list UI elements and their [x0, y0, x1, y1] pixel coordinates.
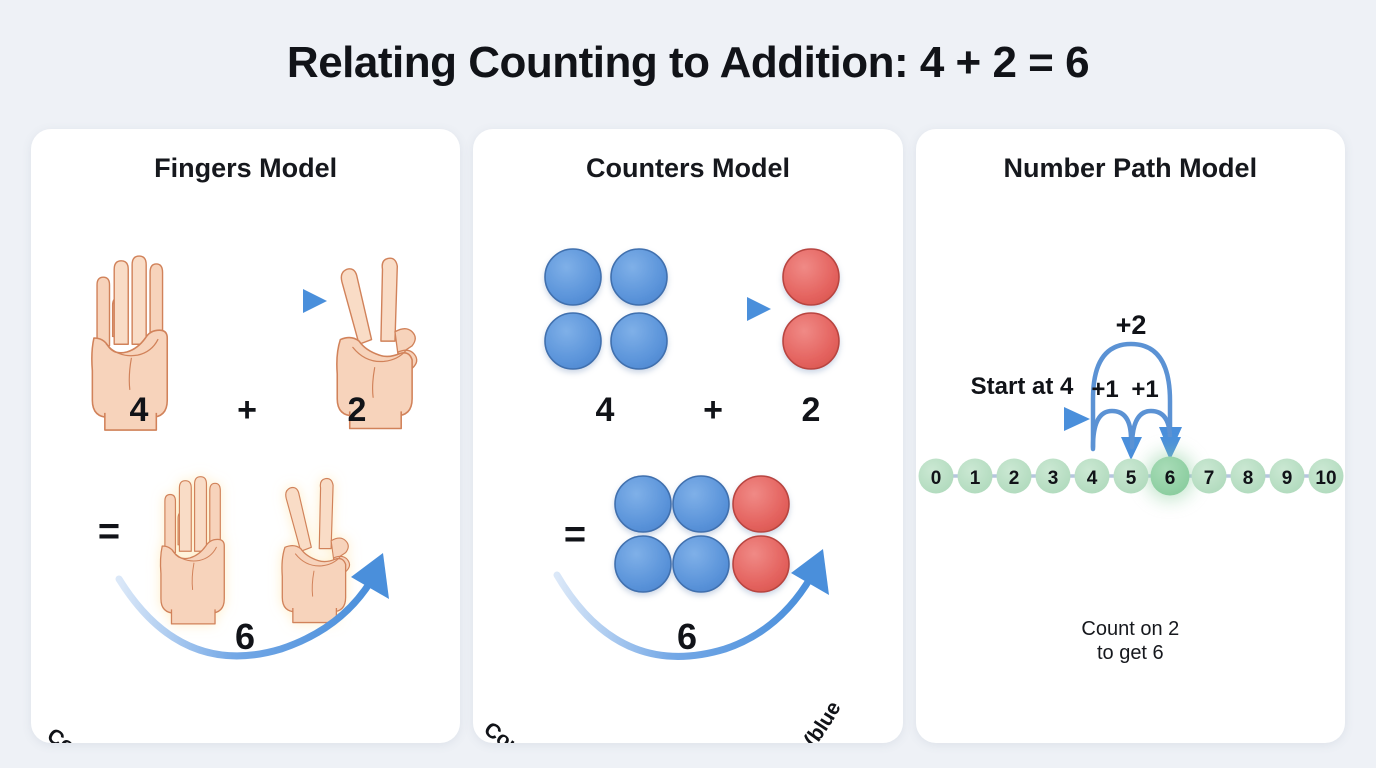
counters-model-body: 4 + 2 = 6 — [473, 129, 902, 743]
number-path-cell[interactable]: 10 — [1308, 458, 1344, 494]
counters-equals-sign: = — [564, 514, 586, 556]
number-path-cell[interactable]: 5 — [1113, 458, 1149, 494]
number-path-body: +2 Start at 4 +1 +1 — [916, 129, 1345, 743]
svg-text:1: 1 — [969, 468, 980, 489]
number-path-illustration: +2 Start at 4 +1 +1 — [918, 310, 1344, 500]
number-path-total-hop-label: +2 — [1115, 310, 1146, 340]
svg-text:0: 0 — [930, 468, 941, 489]
counter-blue — [610, 248, 669, 306]
svg-text:9: 9 — [1281, 468, 1292, 489]
number-path-cell[interactable]: 7 — [1191, 458, 1227, 494]
hand-four-result-icon — [159, 476, 225, 625]
counter-blue — [672, 535, 731, 593]
number-path-cell[interactable]: 0 — [918, 458, 954, 494]
counter-group-blue — [544, 248, 669, 370]
hop-arc-plus1-second-icon — [1129, 408, 1181, 460]
number-path-caption-line1: Count on 2 — [1081, 618, 1180, 640]
panel-title-fingers: Fingers Model — [154, 153, 338, 183]
fingers-illustration: 4 + 2 = 6 — [43, 255, 418, 743]
start-arrow-icon — [935, 407, 1090, 431]
page-title: Relating Counting to Addition: 4 + 2 = 6 — [286, 38, 1090, 87]
number-path-caption-line2: to get 6 — [1096, 642, 1164, 664]
panels-container: Fingers Model — [31, 129, 1345, 743]
counter-red — [732, 535, 791, 593]
svg-text:10: 10 — [1315, 468, 1336, 489]
counters-sum-label: 6 — [677, 616, 697, 657]
svg-text:2: 2 — [1008, 468, 1019, 489]
svg-text:7: 7 — [1203, 468, 1214, 489]
svg-text:3: 3 — [1047, 468, 1058, 489]
counters-curved-caption: Combine groups and count: 1, 2, 3, 4 (bl… — [473, 129, 846, 743]
counter-red — [782, 312, 841, 370]
number-path-start-label: Start at 4 — [970, 373, 1073, 400]
counter-blue — [544, 312, 603, 370]
arrow-right-icon — [237, 289, 327, 313]
counter-blue — [672, 475, 731, 533]
svg-text:4: 4 — [1086, 468, 1097, 489]
counters-left-label: 4 — [596, 391, 615, 429]
number-path-cell[interactable]: 9 — [1269, 458, 1305, 494]
svg-text:5: 5 — [1125, 468, 1136, 489]
fingers-sum-label: 6 — [235, 616, 255, 657]
number-path-cell-highlighted[interactable]: 6 — [1150, 456, 1190, 496]
panel-number-path-model: Number Path Model — [915, 129, 1345, 743]
counter-blue — [614, 475, 673, 533]
counters-illustration: 4 + 2 = 6 — [473, 129, 846, 743]
panel-counters-model: Counters Model — [473, 129, 903, 743]
number-path-cell[interactable]: 1 — [957, 458, 993, 494]
fingers-model-body: 4 + 2 = 6 — [31, 129, 460, 743]
svg-text:6: 6 — [1164, 468, 1175, 489]
counter-blue — [544, 248, 603, 306]
fingers-plus-sign: + — [237, 391, 257, 429]
fingers-curved-caption: Count all fingers: 1, 2, 3, 4, 5, 6 — [43, 724, 333, 743]
hand-two-result-icon — [281, 477, 351, 624]
counter-blue — [614, 535, 673, 593]
counter-group-combined — [614, 475, 791, 593]
number-path-hop-label-1: +1 — [1091, 376, 1118, 403]
counter-blue — [610, 312, 669, 370]
svg-text:8: 8 — [1242, 468, 1253, 489]
combine-curve-arrow-icon — [553, 549, 830, 660]
counters-right-label: 2 — [802, 391, 821, 429]
counter-red — [782, 248, 841, 306]
panel-title-number-path: Number Path Model — [1003, 153, 1258, 183]
number-path-hop-label-2: +1 — [1131, 376, 1158, 403]
number-path-cell[interactable]: 2 — [996, 458, 1032, 494]
panel-title-counters: Counters Model — [585, 153, 790, 183]
counters-plus-sign: + — [703, 391, 723, 429]
number-path-cell[interactable]: 8 — [1230, 458, 1266, 494]
panel-fingers-model: Fingers Model — [31, 129, 461, 743]
counter-red — [732, 475, 791, 533]
fingers-equals-sign: = — [98, 511, 120, 553]
counter-group-red — [782, 248, 841, 370]
number-path-cell[interactable]: 4 — [1074, 458, 1110, 494]
number-path-cell[interactable]: 3 — [1035, 458, 1071, 494]
count-curve-arrow-icon — [115, 553, 389, 660]
fingers-right-label: 2 — [348, 391, 367, 429]
arrow-right-icon — [695, 297, 772, 321]
fingers-left-label: 4 — [130, 391, 149, 429]
